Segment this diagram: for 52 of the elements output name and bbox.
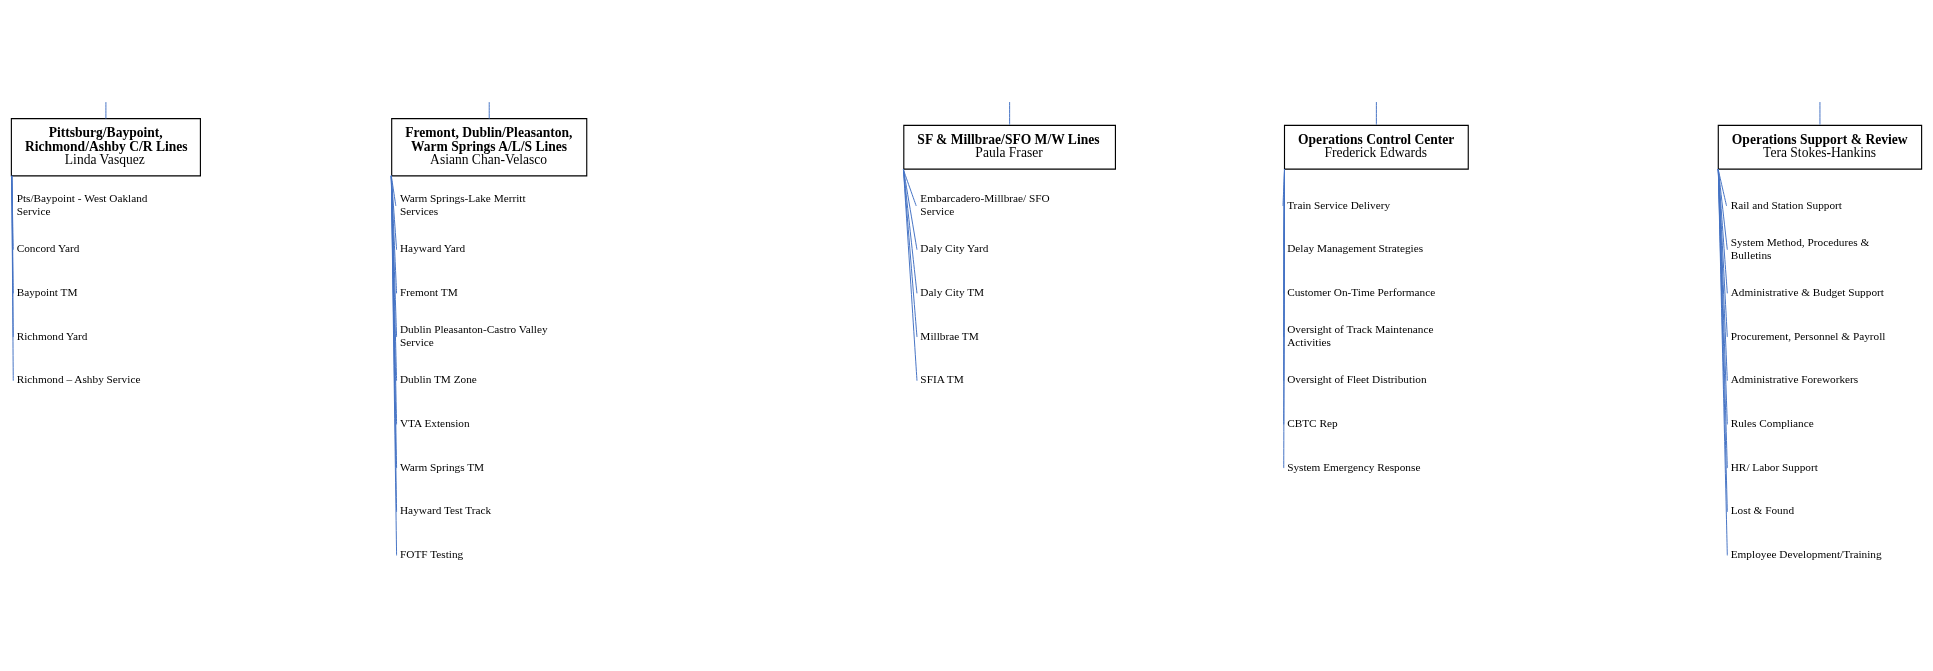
node-text: Hayward Yard [399, 242, 466, 255]
node-box: Operations Support & Review Tera Stokes-Hankins [1717, 124, 1923, 170]
connector [902, 168, 918, 251]
node-text: Warm Springs TM [399, 460, 485, 473]
node-text: Rail and Station Support [1730, 198, 1842, 211]
connector [11, 175, 14, 382]
node-text: Train Service Delivery [1287, 198, 1391, 211]
node-text: System Emergency Response [1287, 460, 1421, 473]
node-text: Richmond – Ashby Service [16, 373, 141, 386]
node-text: System Method, Procedures & Bulletins [1730, 235, 1870, 261]
node-box: SF & Millbrae/SFO M/W Lines Paula Fraser [903, 124, 1116, 170]
node-text: Administrative & Budget Support [1730, 285, 1884, 298]
node-text: Oversight of Fleet Distribution [1287, 373, 1427, 386]
connector [1717, 169, 1728, 207]
node-text: Richmond Yard [16, 329, 88, 342]
connector [105, 101, 107, 120]
node-text: Embarcadero-Millbrae/ SFO Service [920, 192, 1050, 218]
node-text: VTA Extension [399, 417, 470, 430]
node-text: Fremont TM [399, 285, 458, 298]
node-text: Rules Compliance [1730, 417, 1814, 430]
node-text: Millbrae TM [920, 329, 979, 342]
node-text: Dublin TM Zone [399, 373, 477, 386]
node-text: Hayward Test Track [399, 504, 492, 517]
node-text: Warm Springs-Lake Merritt Services [399, 192, 526, 218]
node-text: HR/ Labor Support [1730, 460, 1818, 473]
connector [488, 101, 490, 120]
connector [902, 169, 917, 207]
node-box: Pittsburg/Baypoint, Richmond/Ashby C/R Lines Linda Vasquez [10, 118, 201, 177]
node-text: SFIA TM [920, 373, 964, 386]
node-text: Dublin Pleasanton-Castro Valley Service [399, 323, 548, 349]
connector [902, 168, 918, 382]
node-text: CBTC Rep [1287, 417, 1338, 430]
node-text: Delay Management Strategies [1287, 242, 1424, 255]
node-text: Administrative Foreworkers [1730, 373, 1859, 386]
node-text: Pts/Baypoint - West Oakland Service [16, 192, 148, 218]
node-text: Employee Development/Training [1730, 548, 1882, 561]
connector [902, 168, 918, 338]
node-text: Daly City Yard [920, 242, 989, 255]
node-box: Fremont, Dublin/Pleasanton, Warm Springs A/L/S Lines Asiann Chan-Velasco [391, 118, 588, 177]
node-text: Concord Yard [16, 242, 80, 255]
node-box: Operations Control Center Frederick Edwards [1283, 124, 1469, 170]
node-text: Lost & Found [1730, 504, 1795, 517]
connector [1375, 101, 1377, 126]
node-text: FOTF Testing [399, 548, 464, 561]
connector [1009, 101, 1011, 126]
node-text: Baypoint TM [16, 285, 78, 298]
connector [1819, 101, 1821, 126]
node-text: Procurement, Personnel & Payroll [1730, 329, 1886, 342]
node-text: Customer On-Time Performance [1287, 285, 1436, 298]
node-text: Daly City TM [920, 285, 985, 298]
node-text: Oversight of Track Maintenance Activities [1287, 323, 1434, 349]
connector [902, 168, 918, 294]
